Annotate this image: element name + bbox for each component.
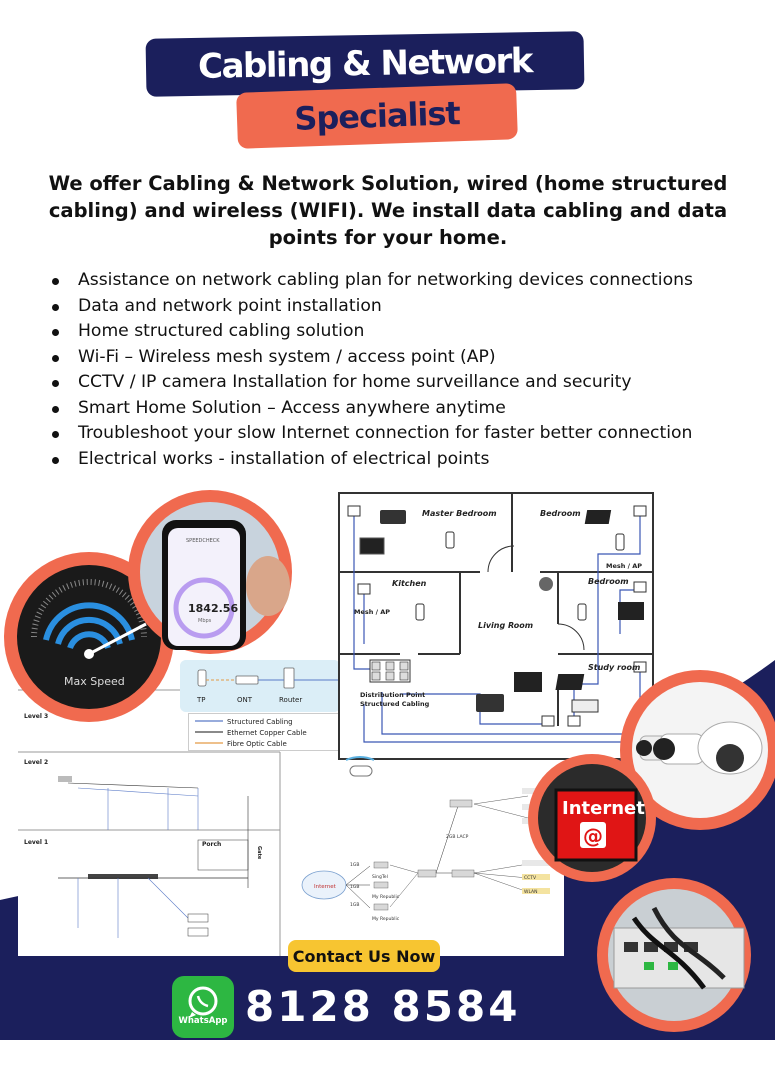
service-item: Troubleshoot your slow Internet connecti… <box>48 421 748 447</box>
services-list: Assistance on network cabling plan for n… <box>48 268 748 472</box>
porch-label: Porch <box>202 841 221 848</box>
gate-label: Gate <box>256 846 262 860</box>
isp-my-republic-2: My Republic <box>372 916 400 922</box>
network-strip: TP ONT Router <box>180 660 340 712</box>
ont-label: ONT <box>237 696 253 704</box>
at-symbol-icon: @ <box>583 824 603 848</box>
floor-plan: Distribution Point Structured Cabling Ma… <box>338 492 654 760</box>
room-bedroom-1: Bedroom <box>540 509 581 518</box>
service-item: Wi-Fi – Wireless mesh system / access po… <box>48 345 748 371</box>
max-speed-label: Max Speed <box>64 675 125 688</box>
internet-sign-circle: Internet @ <box>528 754 656 882</box>
whatsapp-label: WhatsApp <box>178 1016 228 1026</box>
service-item: Electrical works - installation of elect… <box>48 447 748 473</box>
website-link[interactable]: www.pegasus-insys.com <box>252 1038 464 1058</box>
router-label: Router <box>279 696 302 704</box>
cctv-cameras-circle <box>620 670 775 830</box>
distribution-line2: Structured Cabling <box>360 700 430 708</box>
network-switch-circle <box>597 878 751 1032</box>
subtitle-banner: Specialist <box>236 83 518 149</box>
wlan-label: WLAN <box>524 889 538 895</box>
isp-my-republic-1: My Republic <box>372 894 400 900</box>
service-item: Assistance on network cabling plan for n… <box>48 268 748 294</box>
speed-label-2: 1GB <box>350 884 359 890</box>
service-item: Smart Home Solution – Access anywhere an… <box>48 396 748 422</box>
speedtest-unit: Mbps <box>198 618 212 624</box>
speed-label-3: 1GB <box>350 902 359 908</box>
tp-label: TP <box>196 696 206 704</box>
title-line2: Specialist <box>293 94 461 138</box>
isp-singtel: SingTel <box>372 874 388 880</box>
legend-structured: Structured Cabling <box>227 718 293 726</box>
speedtest-reading: 1842.56 <box>188 602 238 615</box>
speed-label-1: 1GB <box>350 862 359 868</box>
service-item: Home structured cabling solution <box>48 319 748 345</box>
whatsapp-icon <box>188 986 218 1018</box>
phone-number[interactable]: 8128 8584 <box>245 982 521 1031</box>
cctv-label: CCTV <box>524 875 537 881</box>
service-item: CCTV / IP camera Installation for home s… <box>48 370 748 396</box>
contact-us-button[interactable]: Contact Us Now <box>288 940 440 972</box>
room-kitchen: Kitchen <box>392 579 427 588</box>
title-banner: Cabling & Network <box>145 31 585 97</box>
mesh-bedroom-label: Mesh / AP <box>606 562 642 570</box>
legend-ethernet: Ethernet Copper Cable <box>227 729 307 737</box>
speedtest-phone-circle: SPEEDCHECK 1842.56 Mbps <box>128 490 292 654</box>
whatsapp-button[interactable] <box>172 976 234 1038</box>
level1-label: Level 1 <box>24 839 48 846</box>
level2-label: Level 2 <box>24 759 48 766</box>
speedtest-app-name: SPEEDCHECK <box>186 538 220 544</box>
cable-legend: Structured Cabling Ethernet Copper Cable… <box>188 713 340 751</box>
mesh-kitchen-label: Mesh / AP <box>354 608 390 616</box>
cctv-small-icon <box>345 756 375 777</box>
room-bedroom-2: Bedroom <box>588 577 629 586</box>
internet-sign-text: Internet <box>562 798 645 819</box>
room-study: Study room <box>588 663 640 672</box>
title-line1: Cabling & Network <box>197 41 533 87</box>
intro-text: We offer Cabling & Network Solution, wir… <box>48 172 728 249</box>
room-living: Living Room <box>478 621 533 630</box>
service-item: Data and network point installation <box>48 294 748 320</box>
room-master-bedroom: Master Bedroom <box>422 509 497 518</box>
internet-cloud-label: Internet <box>314 884 337 890</box>
lacp-label: 2GB LACP <box>446 834 469 840</box>
legend-fibre: Fibre Optic Cable <box>227 740 287 748</box>
level3-label: Level 3 <box>24 713 48 720</box>
distribution-line1: Distribution Point <box>360 691 425 699</box>
